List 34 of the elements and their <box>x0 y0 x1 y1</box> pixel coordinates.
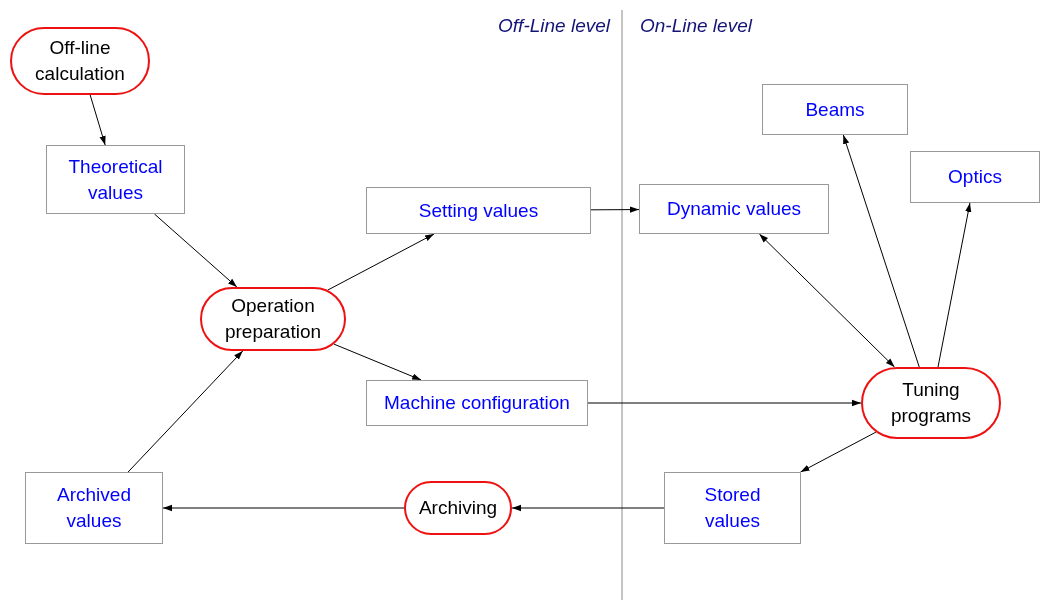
arrow <box>89 94 106 146</box>
arrow <box>758 233 896 368</box>
arrow <box>127 350 244 473</box>
node-text: Operation preparation <box>223 294 323 344</box>
node-text: Machine configuration <box>384 391 570 415</box>
data-box <box>25 472 163 544</box>
level-label: Off-Line level <box>497 14 610 38</box>
node-text: Archiving <box>418 496 498 520</box>
arrow <box>153 213 238 288</box>
node-text: Stored values <box>703 483 762 533</box>
arrow <box>590 206 640 213</box>
level-label: On-Line level <box>640 14 754 38</box>
data-box <box>910 151 1040 203</box>
node-text: Off-line calculation <box>34 36 126 86</box>
arrow <box>511 504 665 512</box>
node-text: Theoretical values <box>67 154 164 205</box>
arrow <box>937 202 972 368</box>
node-text: Beams <box>805 97 865 122</box>
node-text: Setting values <box>418 198 539 223</box>
arrow <box>587 399 862 407</box>
node-text: Optics <box>948 165 1002 189</box>
node-text: Dynamic values <box>666 197 802 221</box>
node-text: Tuning programs <box>889 378 973 428</box>
arrow <box>162 504 405 512</box>
data-box <box>366 380 588 426</box>
arrow <box>333 343 422 381</box>
data-box <box>762 84 908 135</box>
data-box <box>46 145 185 214</box>
arrow <box>842 134 920 368</box>
data-box <box>366 187 591 234</box>
node-text: Archived values <box>56 483 132 533</box>
arrow <box>800 431 877 473</box>
data-box <box>664 472 801 544</box>
data-box <box>639 184 829 234</box>
